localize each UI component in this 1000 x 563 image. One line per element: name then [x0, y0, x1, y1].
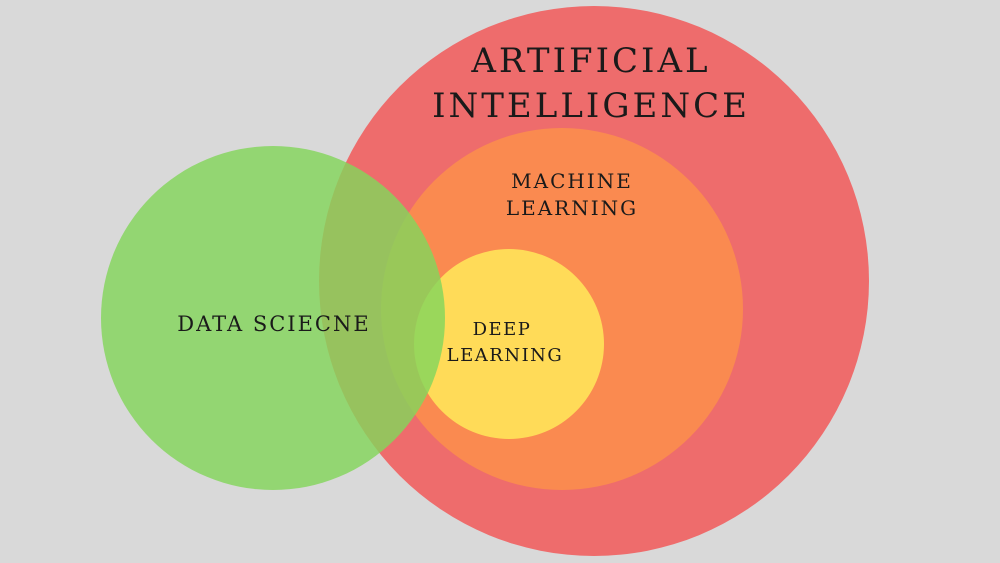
dl-label-line2: LEARNING [447, 345, 564, 366]
ai-label-line2: INTELLIGENCE [432, 86, 750, 126]
ds-label: DATA SCIECNE [177, 312, 370, 336]
ai-label-line1: ARTIFICIAL [470, 41, 710, 81]
ds-circle [101, 146, 445, 490]
dl-label-line1: DEEP [473, 319, 532, 340]
dl-circle [414, 249, 604, 439]
ml-label-line1: MACHINE [511, 169, 633, 193]
ml-label-line2: LEARNING [506, 196, 638, 220]
